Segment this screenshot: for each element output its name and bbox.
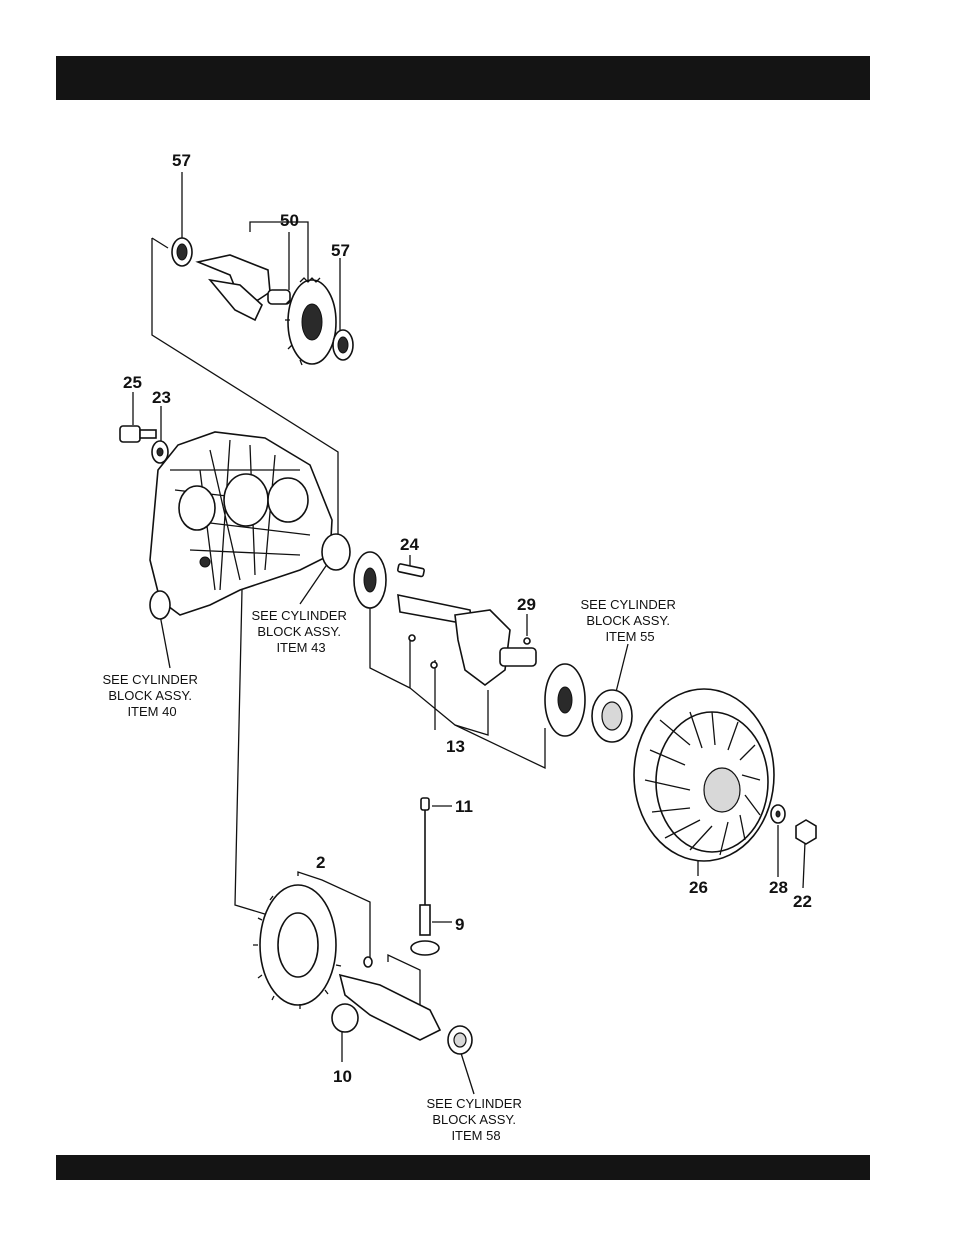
governor-assembly	[172, 238, 353, 365]
label-50: 50	[280, 211, 299, 230]
label-22: 22	[793, 892, 812, 911]
label-28: 28	[769, 878, 788, 897]
camshaft-assembly	[253, 798, 472, 1054]
label-2: 2	[316, 853, 325, 872]
label-11: 11	[455, 797, 473, 816]
crankshaft-assembly	[354, 552, 632, 742]
ref-item-40: SEE CYLINDER BLOCK ASSY. ITEM 40	[103, 672, 202, 719]
label-26: 26	[689, 878, 708, 897]
ref-item-58: SEE CYLINDER BLOCK ASSY. ITEM 58	[427, 1096, 526, 1143]
crankcase-cover	[150, 432, 350, 619]
label-57-top: 57	[172, 151, 191, 170]
ref-item-43: SEE CYLINDER BLOCK ASSY. ITEM 43	[252, 608, 351, 655]
label-24: 24	[400, 535, 419, 554]
label-29: 29	[517, 595, 536, 614]
label-57-right: 57	[331, 241, 350, 260]
ref-item-55: SEE CYLINDER BLOCK ASSY. ITEM 55	[581, 597, 680, 644]
label-10: 10	[333, 1067, 352, 1086]
label-9: 9	[455, 915, 464, 934]
label-25: 25	[123, 373, 142, 392]
label-23: 23	[152, 388, 171, 407]
label-13: 13	[446, 737, 465, 756]
flywheel	[634, 689, 816, 861]
